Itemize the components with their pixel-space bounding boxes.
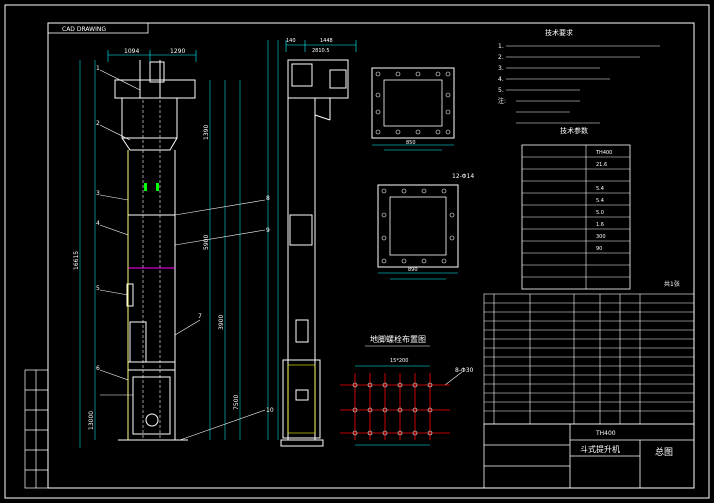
param-val-5: 5.4 [596,198,604,204]
notes-label: 注: [498,97,506,105]
tech-req-title: 技术要求 [545,28,573,37]
flange-view-mid: 12-Φ14 890 [377,173,474,280]
param-val-8: 300 [596,234,606,240]
tech-req-2: 2. [498,54,504,61]
param-val-1: TH400 [595,150,612,156]
tech-req-4: 4. [498,76,504,83]
dim-side-c: 2810.5 [312,48,330,54]
dim-h1: 5900 [203,235,210,250]
dim-top-right: 1290 [170,48,185,55]
sheet-tag: CAD DRAWING [62,26,106,33]
dim-side-b: 1448 [320,38,333,44]
dim-h4: 7500 [233,395,240,410]
title-drawing-type: 总图 [655,446,673,458]
callout-10: 10 [266,407,274,414]
inspection-door [144,183,147,191]
callout-6: 6 [96,365,100,372]
callout-2: 2 [96,120,100,127]
params-table: 技术参数 TH400 21.6 5.4 5.4 5.0 1.6 300 90 共… [521,126,680,290]
dim-total-height: 16615 [73,251,80,270]
sheet-border-inner [47,22,695,489]
callout-8: 8 [266,195,270,202]
sheet-border-outer [4,4,710,499]
callout-7: 7 [198,313,202,320]
plate-dim-a: 850 [406,140,416,146]
tech-req-1: 1. [498,43,504,50]
page-mark: 共1张 [664,280,680,288]
sheet-tag-box [47,22,149,34]
callout-3: 3 [96,190,100,197]
flange-view-top: 850 [371,67,455,151]
title-block: TH400 斗式提升机 总图 [483,423,695,489]
callout-5: 5 [96,285,100,292]
foundation-title: 地脚螺栓布置图 [370,334,426,344]
param-val-7: 1.6 [596,222,604,228]
tech-req-5: 5. [498,87,504,94]
foundation-hole: 8-Φ30 [455,367,474,374]
title-model: TH400 [595,430,616,437]
title-name: 斗式提升机 [580,444,620,454]
foundation-layout: 地脚螺栓布置图 15*200 8-Φ30 [340,334,474,446]
plate-dim-b: 890 [408,267,418,273]
bom-table [483,293,695,425]
params-title: 技术参数 [560,126,588,135]
param-val-2: 21.6 [596,162,607,168]
dim-top-left: 1094 [124,48,139,55]
tech-req-3: 3. [498,65,504,72]
callout-1: 1 [96,65,100,72]
dim-h3: 1390 [203,125,210,140]
left-strip [24,369,49,489]
dim-h2: 3900 [218,315,225,330]
callout-4: 4 [96,220,100,227]
inspection-door-2 [156,183,159,191]
callout-9: 9 [266,227,270,234]
side-elevation: 140 1448 2810.5 8 9 10 [266,38,357,447]
dim-left-h: 13000 [88,411,95,430]
foundation-width: 15*200 [390,358,408,364]
param-val-4: 5.4 [596,186,604,192]
tech-requirements: 技术要求 1. 2. 3. 4. 5. 注: [498,28,660,124]
bolt-spec: 12-Φ14 [452,173,474,180]
param-val-6: 5.0 [596,210,604,216]
main-elevation: 1094 1290 [73,48,266,448]
dim-side-a: 140 [286,38,296,44]
param-val-9: 90 [596,246,602,252]
